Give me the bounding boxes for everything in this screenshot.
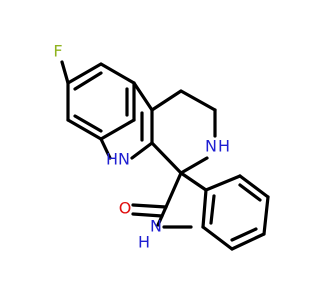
- bond: [201, 225, 234, 251]
- amine-nitrogen-label: N: [205, 137, 217, 156]
- bond: [99, 137, 112, 160]
- bond: [99, 62, 136, 85]
- bond: [132, 81, 154, 112]
- bond: [130, 141, 154, 160]
- double-bond-inner: [209, 194, 216, 225]
- fluorine-label: F: [53, 42, 62, 61]
- double-bond-inner: [73, 114, 103, 133]
- lactam-hydrogen-label: H: [138, 233, 150, 252]
- double-bond-inner: [73, 71, 103, 91]
- bond: [238, 174, 270, 199]
- tetrahydropyridine-ring: [150, 89, 217, 175]
- lactam-nitrogen-label: N: [150, 217, 162, 236]
- bond: [179, 171, 208, 192]
- structure-canvas: F N H N H O N H: [53, 41, 270, 252]
- bond: [230, 232, 266, 251]
- bond-carbonyl-double: [131, 212, 164, 218]
- bond: [164, 171, 183, 209]
- bond: [201, 188, 208, 229]
- bond-c-f: [60, 60, 70, 85]
- bond: [150, 89, 183, 112]
- indole-hydrogen-label: H: [106, 150, 118, 169]
- bond-carbonyl: [131, 203, 168, 209]
- benzene-ring-oxindole: [201, 174, 270, 251]
- double-bond-inner: [230, 227, 258, 242]
- bond: [262, 195, 270, 236]
- pyrrole-ring: [99, 81, 154, 160]
- indole-nitrogen-label: N: [118, 150, 130, 169]
- molecule-diagram: F N H N H O N H: [53, 42, 270, 252]
- bond: [66, 118, 103, 141]
- oxindole-lactam-ring: [156, 171, 208, 229]
- bond: [179, 156, 209, 175]
- bond: [66, 62, 103, 85]
- amine-hydrogen-label: H: [218, 137, 230, 156]
- bond: [204, 174, 242, 192]
- bond: [179, 89, 217, 112]
- benzene-ring-fluorinated: [66, 62, 136, 141]
- double-bond-inner: [238, 183, 262, 202]
- carbonyl-oxygen-label: O: [119, 199, 132, 218]
- bond: [99, 118, 136, 141]
- bond: [150, 141, 183, 175]
